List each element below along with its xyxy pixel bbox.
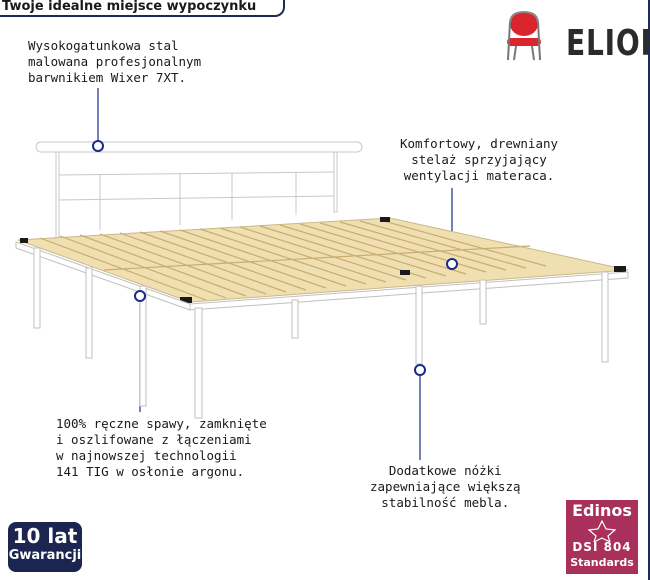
note-line: stabilność mebla. [381, 495, 510, 510]
note-line: Dodatkowe nóżki [388, 463, 502, 478]
marker-legs [414, 364, 426, 376]
cert-name: Edinos [572, 501, 632, 520]
marker-steel [92, 140, 104, 152]
certification-badge: Edinos DSI 804 Standards [566, 500, 638, 574]
warranty-label: Gwarancji [8, 548, 82, 563]
note-line: zapewniające większą [370, 479, 521, 494]
note-line: barwnikiem Wixer 7XT. [28, 70, 187, 85]
note-line: 141 TIG w osłonie argonu. [56, 464, 245, 479]
warranty-badge: 10 lat Gwarancji [8, 522, 82, 572]
brand-name: ELIOR [566, 23, 650, 64]
note-line: stelaż sprzyjający [411, 152, 547, 167]
brand-logo[interactable]: ELIOR [494, 8, 650, 68]
note-line: wentylacji materaca. [403, 168, 555, 183]
marker-slats [446, 258, 458, 270]
cert-code: DSI 804 [572, 540, 632, 554]
note-slats: Komfortowy, drewniany stelaż sprzyjający… [400, 136, 558, 184]
star-icon [587, 520, 617, 542]
note-line: 100% ręczne spawy, zamknięte [56, 416, 267, 431]
header-title: Twoje idealne miejsce wypoczynku [2, 0, 257, 14]
note-steel: Wysokogatunkowa stal malowana profesjona… [28, 38, 201, 86]
note-line: i oszlifowane z łączeniami [56, 432, 252, 447]
note-welding: 100% ręczne spawy, zamknięte i oszlifowa… [56, 416, 267, 480]
note-line: w najnowszej technologii [56, 448, 237, 463]
header-bar: Twoje idealne miejsce wypoczynku [0, 0, 285, 17]
marker-welding [134, 290, 146, 302]
note-legs: Dodatkowe nóżki zapewniające większą sta… [370, 463, 521, 511]
note-line: Wysokogatunkowa stal [28, 38, 179, 53]
chair-icon [507, 10, 541, 61]
warranty-years: 10 lat [12, 524, 78, 548]
frame-border [648, 0, 650, 580]
cert-standard: Standards [570, 556, 634, 569]
note-line: Komfortowy, drewniany [400, 136, 559, 151]
note-line: malowana profesjonalnym [28, 54, 202, 69]
